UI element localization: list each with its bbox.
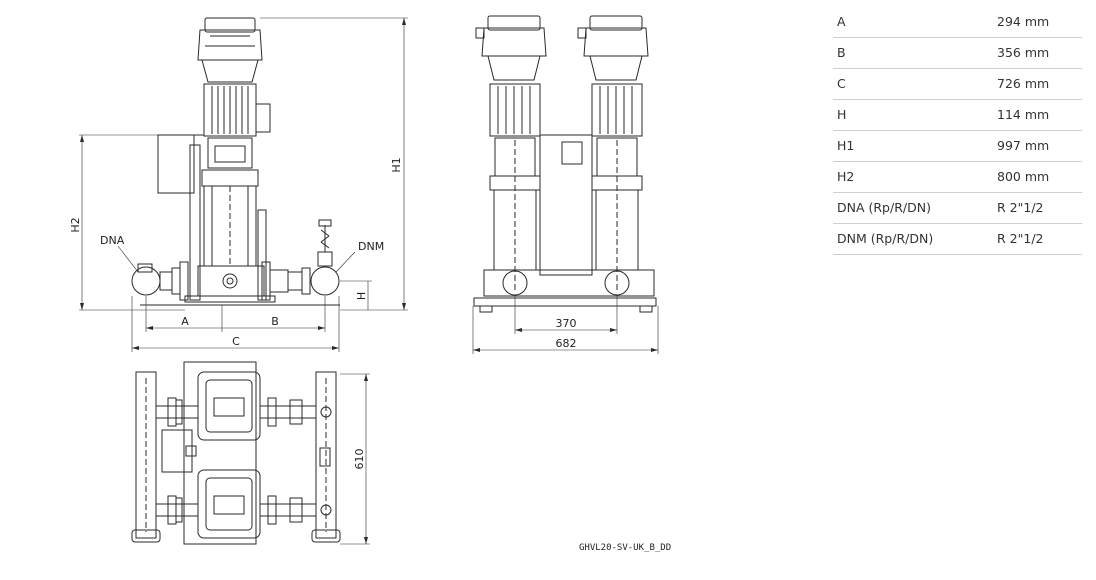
dim-b-label: B bbox=[271, 315, 279, 328]
side-view: H1 H2 H A B C DNA DNM bbox=[69, 17, 408, 352]
specification-table: A 294 mm B 356 mm C 726 mm H 114 mm H1 997 mm H2 80… bbox=[833, 6, 1082, 255]
dim-682-label: 682 bbox=[556, 337, 577, 350]
dim-a-label: A bbox=[181, 315, 189, 328]
top-view: 610 bbox=[131, 361, 370, 545]
spec-row: C 726 mm bbox=[833, 68, 1082, 99]
spec-label: DNA (Rp/R/DN) bbox=[837, 200, 931, 215]
spec-value: 800 mm bbox=[997, 169, 1050, 184]
spec-row: DNM (Rp/R/DN) R 2"1/2 bbox=[833, 223, 1082, 254]
spec-value: 997 mm bbox=[997, 138, 1050, 153]
spec-value: 294 mm bbox=[997, 13, 1050, 29]
spec-value: R 2"1/2 bbox=[997, 200, 1044, 215]
spec-value: 114 mm bbox=[997, 107, 1050, 122]
technical-drawing: H1 H2 H A B C DNA DNM bbox=[69, 15, 671, 553]
spec-label: C bbox=[837, 76, 846, 91]
spec-value: 726 mm bbox=[997, 76, 1050, 91]
spec-value: 356 mm bbox=[997, 45, 1050, 60]
front-view: 370 682 bbox=[472, 15, 659, 354]
dim-h2-label: H2 bbox=[69, 217, 82, 232]
dim-610-label: 610 bbox=[353, 449, 366, 470]
spec-label: B bbox=[837, 45, 846, 60]
spec-label: DNM (Rp/R/DN) bbox=[837, 231, 934, 246]
spec-row: H1 997 mm bbox=[833, 130, 1082, 161]
dnm-label: DNM bbox=[358, 240, 384, 253]
spec-label: H2 bbox=[837, 169, 855, 184]
dim-370-label: 370 bbox=[556, 317, 577, 330]
spec-label: H1 bbox=[837, 138, 855, 153]
dim-h-label: H bbox=[355, 292, 368, 300]
spec-row: B 356 mm bbox=[833, 37, 1082, 68]
dna-label: DNA bbox=[100, 234, 125, 247]
spec-row: H2 800 mm bbox=[833, 161, 1082, 192]
spec-label: A bbox=[837, 13, 846, 29]
dim-c-label: C bbox=[232, 335, 240, 348]
dim-h1-label: H1 bbox=[390, 157, 403, 172]
spec-row: DNA (Rp/R/DN) R 2"1/2 bbox=[833, 192, 1082, 223]
drawing-code: GHVL20-SV-UK_B_DD bbox=[579, 543, 671, 553]
spec-label: H bbox=[837, 107, 847, 122]
spec-value: R 2"1/2 bbox=[997, 231, 1044, 246]
spec-row: H 114 mm bbox=[833, 99, 1082, 130]
spec-row: A 294 mm bbox=[833, 6, 1082, 37]
